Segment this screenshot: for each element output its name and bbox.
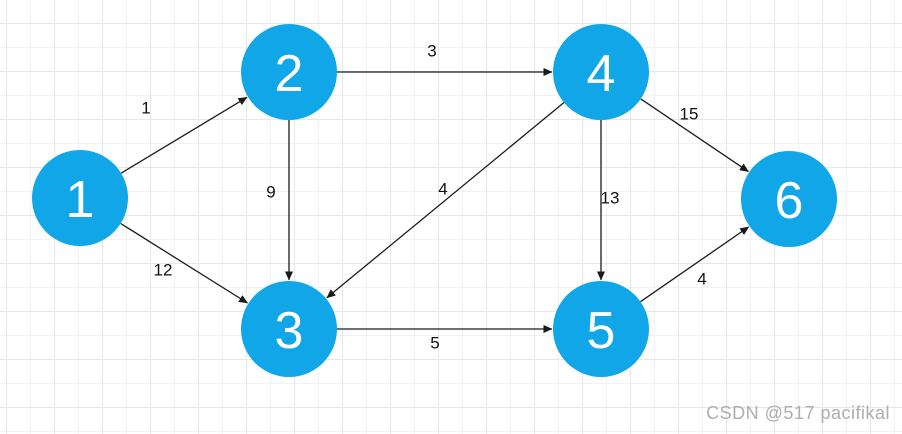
node-label-6: 6: [775, 172, 804, 230]
edge-weight-2-to-4: 3: [427, 42, 436, 61]
edge-weight-5-to-6: 4: [697, 270, 706, 289]
edges-layer: 1 12 3 9 4 13 15 5 4: [120, 42, 750, 353]
edge-weight-2-to-3: 9: [266, 183, 275, 202]
edge-4-to-6: [640, 98, 749, 173]
node-label-1: 1: [66, 171, 95, 229]
node-label-3: 3: [275, 302, 304, 360]
node-2: [241, 24, 337, 120]
node-4: [553, 24, 649, 120]
node-5: [553, 281, 649, 377]
edge-weight-4-to-3: 4: [438, 180, 447, 199]
node-label-4: 4: [587, 45, 616, 103]
node-3: [241, 281, 337, 377]
edge-1-to-3: [120, 222, 248, 304]
edge-weight-1-to-2: 1: [141, 99, 150, 118]
edge-weight-1-to-3: 12: [154, 261, 173, 280]
edge-4-to-3: [326, 101, 565, 299]
edge-5-to-6: [640, 226, 750, 303]
edge-1-to-2: [120, 96, 248, 174]
node-label-5: 5: [587, 302, 616, 360]
edge-weight-3-to-5: 5: [430, 334, 439, 353]
edge-weight-4-to-5: 13: [601, 189, 620, 208]
node-1: [32, 150, 128, 246]
node-6: [741, 151, 837, 247]
edge-weight-4-to-6: 15: [680, 105, 699, 124]
node-label-2: 2: [275, 45, 304, 103]
